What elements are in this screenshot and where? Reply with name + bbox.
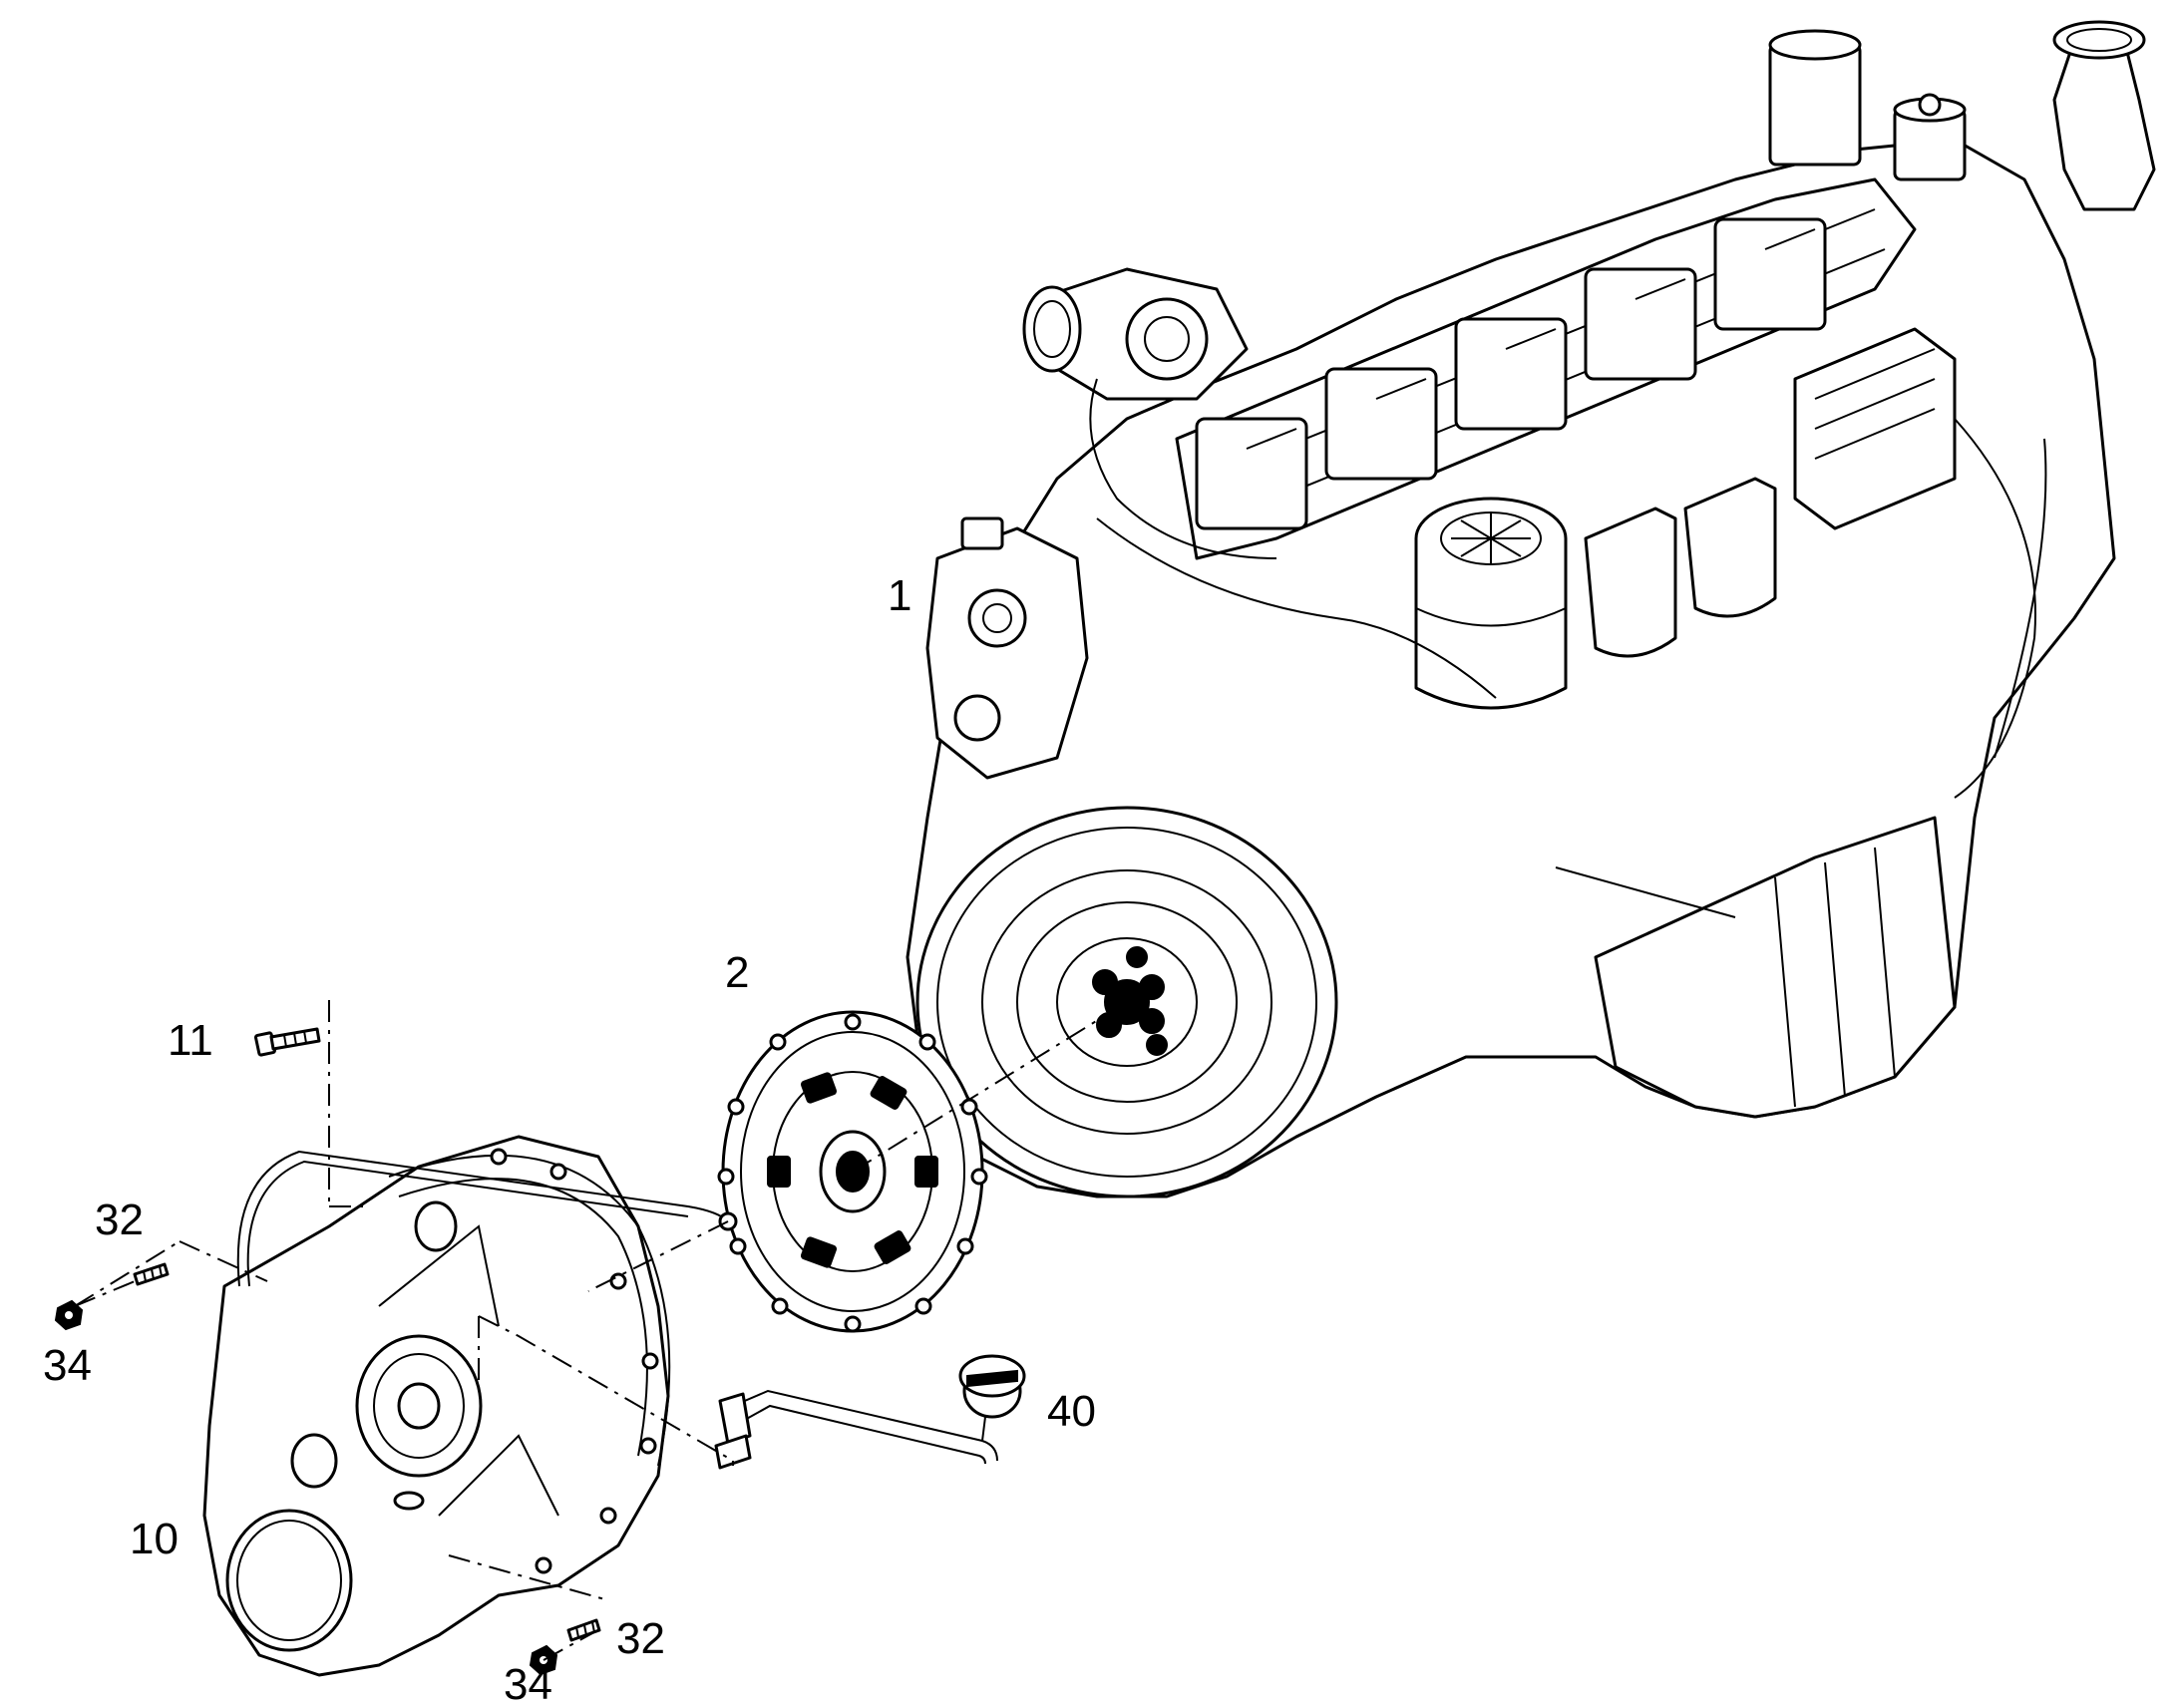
flywheel [915,806,1338,1198]
stud-lower [566,1618,601,1642]
callout-stud-lower: 32 [616,1614,665,1663]
callout-clutch-disc: 2 [725,948,749,997]
injector-covers [1195,217,1827,530]
separator-canister [1414,497,1568,710]
housing-bolt [253,1027,321,1057]
callout-flywheel-housing: 10 [130,1515,179,1563]
stud-upper [133,1262,170,1286]
fuel-pump [925,516,1089,780]
side-filters [1584,477,1777,658]
flywheel-housing [202,1135,738,1677]
assembly-centerlines [74,1000,1128,1661]
callout-engine: 1 [888,571,911,620]
nut-upper [54,1299,84,1331]
oil-sump [1594,816,1957,1119]
callout-labels: 1 2 11 32 34 40 10 32 34 [43,571,1096,1708]
callout-nut-lower: 34 [504,1660,552,1708]
callout-stud-upper: 32 [95,1196,144,1244]
engine-assembly [906,20,2156,1198]
callout-nut-upper: 34 [43,1341,92,1390]
control-unit [1793,327,1957,530]
intake-elbow [1022,267,1249,401]
callout-housing-bolt: 11 [168,1016,213,1065]
filter-canisters [1768,29,1967,181]
oil-pipe-with-cap [714,1354,1026,1470]
turbo-elbow [2052,20,2156,211]
callout-pipe-cap: 40 [1047,1387,1096,1436]
